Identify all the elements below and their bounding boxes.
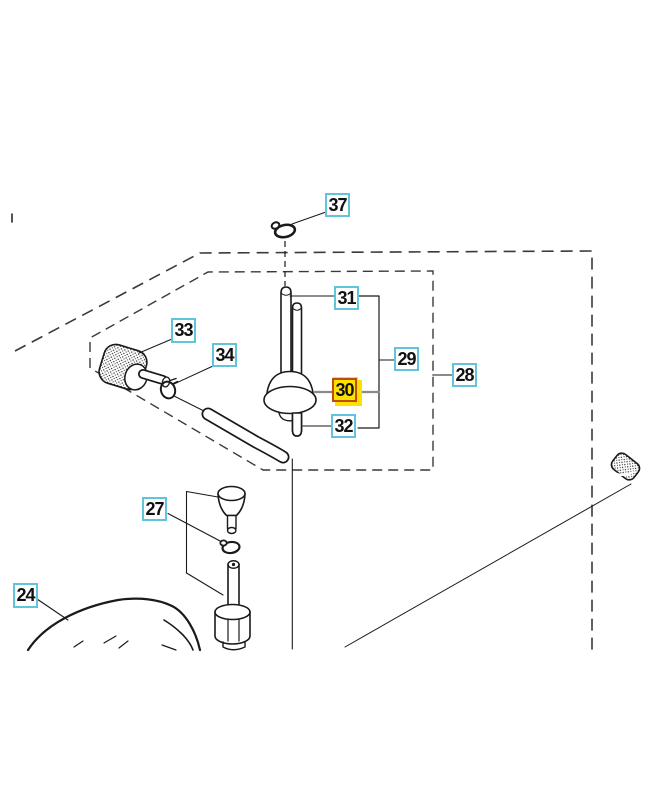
fuel-grommet-drawing (263, 370, 317, 422)
fuel-filter-drawing (98, 343, 171, 391)
leader-line-34-to-pipe (173, 395, 205, 412)
callout-33[interactable]: 33 (171, 318, 196, 343)
callout-31[interactable]: 31 (334, 286, 359, 310)
outer-dashed-boundary (14, 250, 593, 650)
vent-valve-cap-drawing (217, 485, 246, 535)
inner-dashed-boundary (89, 270, 434, 471)
clip-ring-drawing (219, 539, 241, 555)
callout-37[interactable]: 37 (325, 193, 350, 217)
leader-line-24 (36, 598, 69, 621)
bracket-27 (185, 490, 224, 596)
callout-24[interactable]: 24 (13, 583, 38, 608)
fuel-pipe-long-lower-end (291, 412, 303, 437)
callout-34[interactable]: 34 (212, 343, 237, 367)
leader-line-34 (173, 365, 214, 385)
callout-29[interactable]: 29 (394, 347, 419, 371)
leader-line-27 (167, 512, 222, 543)
bent-fuel-line-drawing (201, 407, 290, 464)
corner-grommet-drawing (610, 452, 641, 481)
callout-32[interactable]: 32 (331, 414, 356, 438)
bracket-31-32 (357, 295, 380, 429)
callout-27[interactable]: 27 (142, 497, 167, 521)
hose-clamp-drawing (270, 221, 297, 239)
retainer-ring-drawing (159, 377, 179, 400)
valve-stem-drawing (214, 559, 251, 651)
callout-28[interactable]: 28 (452, 363, 477, 387)
fuel-tank-drawing (26, 597, 202, 652)
leader-line-right-grommet (344, 483, 632, 648)
callout-30-highlighted[interactable]: 30 (332, 378, 357, 402)
fuel-pipe-short-drawing (280, 286, 292, 379)
leader-line-33 (138, 338, 173, 354)
leader-line-37 (291, 211, 327, 225)
